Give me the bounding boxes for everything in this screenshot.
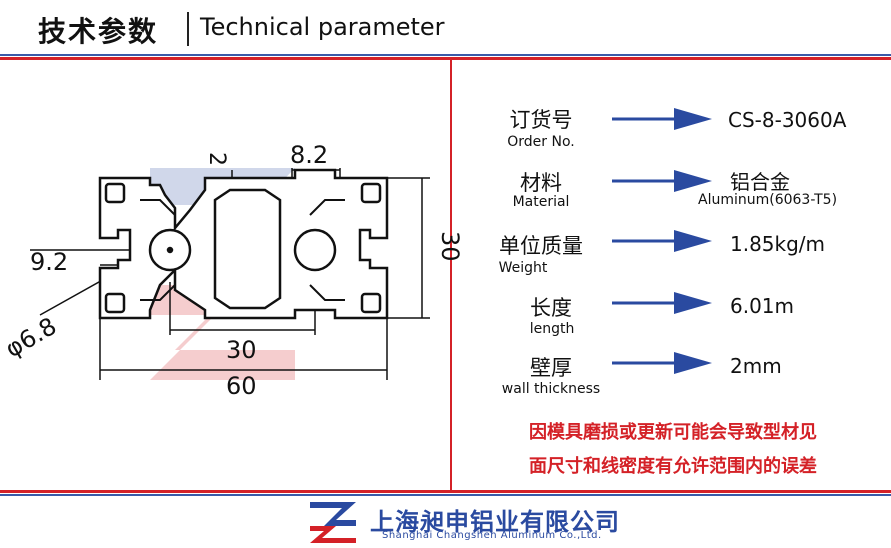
dim-top-8-2: 8.2	[290, 141, 328, 169]
dim-30-right: 30	[436, 231, 464, 262]
arrow-right-icon	[612, 108, 712, 130]
company-logo-icon	[306, 500, 360, 544]
param-length-label-en: length	[529, 321, 575, 337]
param-material-label-en: Material	[512, 194, 570, 210]
param-wall-value: 2mm	[730, 354, 782, 378]
dim-60-bottom: 60	[226, 372, 257, 400]
param-material-label-cn: 材料	[520, 171, 562, 195]
arrow-right-icon	[612, 170, 712, 192]
arrow-right-icon	[612, 292, 712, 314]
param-wall-label-cn: 壁厚	[530, 356, 572, 380]
company-name-en: Shanghai Changshen Aluminum Co.,Ltd.	[382, 530, 602, 541]
disclaimer-line-1: 因模具磨损或更新可能会导致型材见	[529, 422, 817, 443]
profile-slots	[140, 199, 345, 301]
dim-30-bottom: 30	[226, 336, 257, 364]
profile-inner	[104, 182, 382, 314]
profile-drawing: 2 8.2 9.2 φ6.8 30 60 30	[1, 141, 464, 400]
dim-left-9-2: 9.2	[30, 248, 68, 276]
title-separator	[187, 12, 189, 46]
disclaimer-line-2: 面尺寸和线密度有允许范围内的误差	[529, 456, 817, 477]
divider-red-vertical	[450, 60, 452, 490]
param-material-value-sub: Aluminum(6063-T5)	[698, 192, 838, 208]
param-weight-value: 1.85kg/m	[730, 232, 826, 256]
param-wall-label-en: wall thickness	[501, 381, 601, 397]
param-material-value: 铝合金	[730, 170, 790, 194]
param-order-label-cn: 订货号	[509, 108, 573, 132]
divider-red-bottom	[0, 490, 891, 493]
page-title-cn: 技术参数	[38, 15, 159, 48]
param-weight-label-cn: 单位质量	[499, 234, 583, 258]
dim-diameter: φ6.8	[1, 312, 62, 363]
dim-top-2: 2	[204, 152, 229, 166]
param-length-value: 6.01m	[730, 294, 795, 318]
arrow-right-icon	[612, 352, 712, 374]
param-length-label-cn: 长度	[530, 296, 572, 320]
header	[0, 0, 891, 56]
divider-blue-top	[0, 54, 891, 56]
param-order-value: CS-8-3060A	[728, 108, 847, 132]
page-title-en: Technical parameter	[200, 13, 445, 41]
company-name-cn: 上海昶申铝业有限公司	[370, 508, 620, 536]
divider-red-top	[0, 57, 891, 60]
divider-blue-bottom	[0, 494, 891, 496]
param-weight-label-en: Weight	[498, 260, 548, 276]
param-order-label-en: Order No.	[507, 134, 575, 150]
arrow-right-icon	[612, 230, 712, 252]
